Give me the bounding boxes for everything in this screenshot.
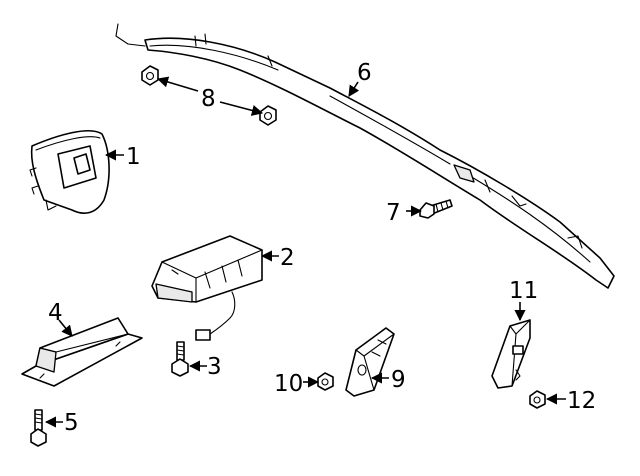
callout-9: 9 — [391, 367, 406, 393]
callout-3: 3 — [207, 354, 222, 380]
callout-10: 10 — [274, 371, 303, 397]
passenger-airbag-part-2[interactable] — [151, 235, 263, 341]
knee-airbag-part-4[interactable] — [21, 317, 143, 387]
leader-6 — [348, 81, 360, 97]
callout-6: 6 — [357, 60, 372, 86]
driver-airbag-part-1[interactable] — [29, 130, 110, 214]
leader-4 — [58, 319, 73, 337]
callout-7: 7 — [386, 200, 401, 226]
callout-12: 12 — [567, 388, 596, 414]
callout-4: 4 — [48, 300, 63, 326]
bolt-part-3[interactable] — [171, 341, 189, 377]
curtain-airbag-part-6[interactable] — [115, 23, 615, 289]
bolt-part-7[interactable] — [419, 199, 453, 219]
bolt-part-5[interactable] — [30, 409, 47, 447]
bracket-part-9[interactable] — [345, 327, 395, 397]
nut-part-10[interactable] — [317, 372, 334, 391]
nut-part-8b[interactable] — [259, 105, 277, 126]
callout-2: 2 — [280, 245, 295, 271]
leader-8b — [219, 101, 264, 116]
side-airbag-part-11[interactable] — [491, 319, 531, 389]
callout-5: 5 — [64, 410, 79, 436]
nut-part-8a[interactable] — [141, 65, 159, 86]
leader-8a — [156, 76, 199, 92]
callout-1: 1 — [126, 144, 141, 170]
nut-part-12[interactable] — [529, 390, 546, 409]
callout-11: 11 — [509, 278, 538, 304]
callout-8: 8 — [201, 86, 216, 112]
